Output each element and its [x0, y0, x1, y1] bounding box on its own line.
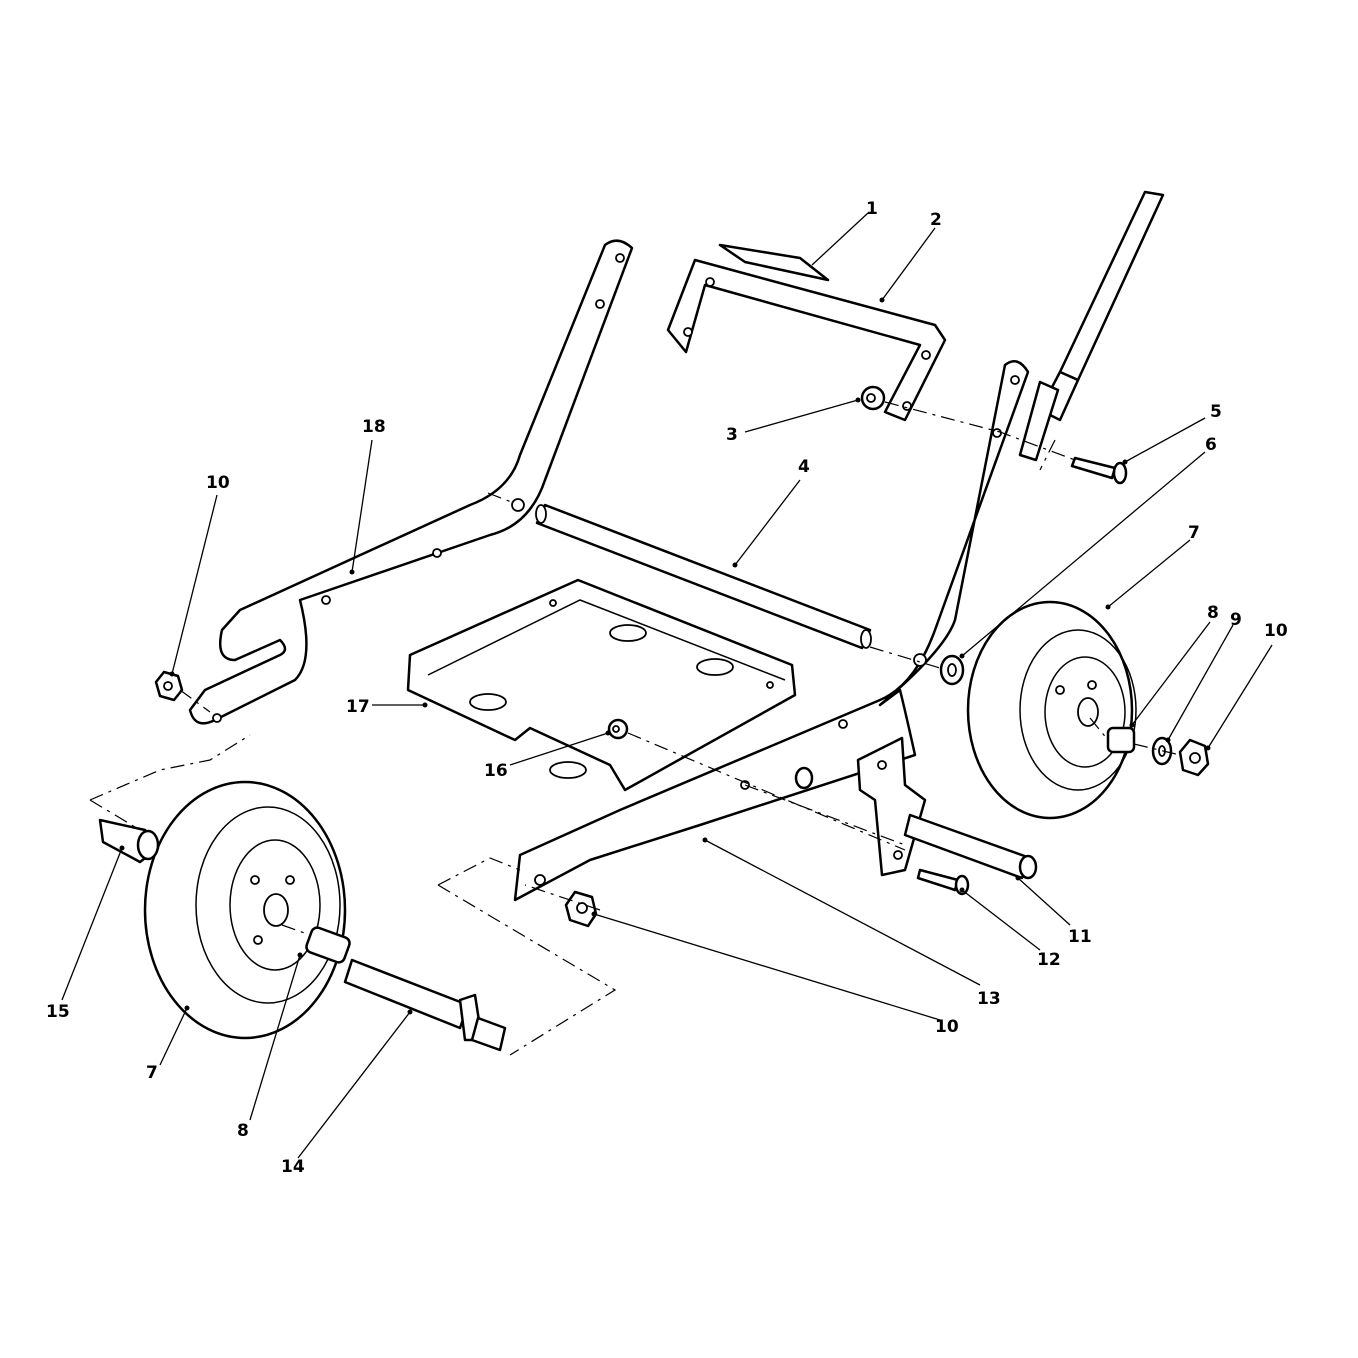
left-bushing [98, 818, 160, 864]
callout-3: 3 [726, 425, 738, 445]
right-wheel [966, 600, 1137, 820]
left-nut-upper [154, 670, 184, 702]
frame-washer [939, 654, 965, 686]
reference-lines [89, 401, 1181, 1056]
callout-7-left: 7 [146, 1063, 158, 1083]
callout-11: 11 [1068, 927, 1092, 947]
callout-1: 1 [866, 199, 878, 219]
callout-13: 13 [977, 989, 1001, 1009]
axle-bracket [794, 736, 1038, 880]
callout-8-right: 8 [1207, 603, 1219, 623]
leader-lines [61, 212, 1273, 1159]
bracket-bolt [916, 868, 970, 896]
left-wheel [143, 780, 347, 1040]
callout-14: 14 [281, 1157, 305, 1177]
handle-bolt [1070, 456, 1128, 485]
callout-9: 9 [1230, 610, 1242, 630]
right-frame-arm [513, 360, 1030, 902]
callout-16: 16 [484, 761, 508, 781]
handle-tube [1018, 190, 1165, 471]
left-axle [343, 958, 507, 1052]
callout-10-right: 10 [1264, 621, 1288, 641]
bracket-nut [860, 385, 886, 411]
decal-plate [718, 243, 830, 282]
callout-labels: 1 2 3 4 5 6 7 7 8 8 9 10 10 10 11 12 13 … [46, 199, 1288, 1177]
callout-18: 18 [362, 417, 386, 437]
callout-2: 2 [930, 210, 942, 230]
callout-6: 6 [1205, 435, 1217, 455]
callout-5: 5 [1210, 402, 1222, 422]
leader-dots [119, 297, 1211, 1015]
left-frame-arm [188, 239, 634, 725]
callout-12: 12 [1037, 950, 1061, 970]
callout-7-right: 7 [1188, 523, 1200, 543]
right-spacer [1106, 726, 1136, 754]
tray-nut [607, 718, 629, 740]
upper-bracket [666, 258, 947, 422]
left-nut-lower [564, 890, 598, 928]
callout-4: 4 [798, 457, 810, 477]
callout-8-left: 8 [237, 1121, 249, 1141]
right-washer [1151, 736, 1173, 766]
right-nut [1178, 738, 1210, 777]
callout-10-lower: 10 [935, 1017, 959, 1037]
cross-rod [535, 503, 872, 650]
base-tray [406, 578, 797, 792]
callout-15: 15 [46, 1002, 70, 1022]
callout-17: 17 [346, 697, 370, 717]
callout-10-upper-left: 10 [206, 473, 230, 493]
left-spacer [305, 926, 351, 964]
